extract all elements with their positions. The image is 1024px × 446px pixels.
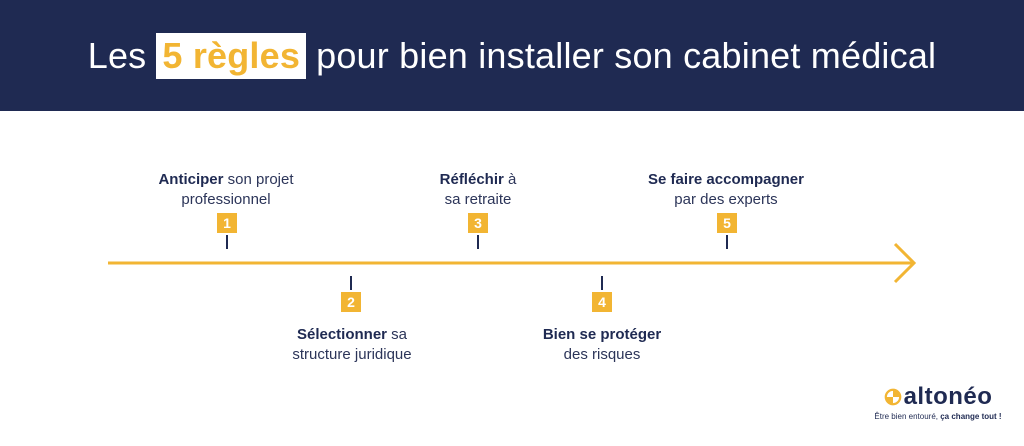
step-1-label: Anticiper son projet professionnel — [116, 170, 336, 210]
step-2-label: Sélectionner sa structure juridique — [242, 325, 462, 365]
step-1-badge: 1 — [217, 213, 237, 233]
logo-tagline: Être bien entouré, ça change tout ! — [868, 412, 1008, 421]
step-3-title-rest: à — [503, 171, 517, 188]
step-1-subtitle: professionnel — [181, 191, 271, 208]
step-2-title-rest: sa — [387, 326, 408, 343]
arrow-right-icon — [893, 242, 917, 284]
step-2-tick — [350, 276, 352, 290]
step-5-label: Se faire accompagner par des experts — [616, 170, 836, 210]
step-4-tick — [601, 276, 603, 290]
step-5-badge: 5 — [717, 213, 737, 233]
step-4-badge: 4 — [592, 292, 612, 312]
step-4-title: Bien se protéger — [542, 326, 662, 343]
step-3-badge: 3 — [468, 213, 488, 233]
step-5-title: Se faire accompagner — [648, 171, 804, 188]
step-1-tick — [226, 235, 228, 249]
step-5-subtitle: par des experts — [674, 191, 778, 208]
step-3-title: Réfléchir — [439, 171, 504, 188]
logo-wordmark: altonéo — [884, 383, 993, 411]
step-1-title-rest: son projet — [223, 171, 294, 188]
step-3-tick — [477, 235, 479, 249]
step-2-subtitle: structure juridique — [292, 346, 412, 363]
step-2-badge: 2 — [341, 292, 361, 312]
step-3-subtitle: sa retraite — [444, 191, 512, 208]
page-title: Les 5 règles pour bien installer son cab… — [0, 0, 1024, 111]
title-highlight: 5 règles — [156, 32, 307, 79]
title-after: pour bien installer son cabinet médical — [316, 34, 937, 76]
logo-tagline-start: Être bien entouré, — [874, 412, 941, 421]
altoneo-logo-icon — [884, 388, 901, 406]
logo-name: altonéo — [903, 383, 993, 410]
logo-tagline-bold: ça change tout ! — [940, 412, 1002, 421]
step-4-subtitle: des risques — [563, 346, 641, 363]
brand-logo: altonéo Être bien entouré, ça change tou… — [868, 383, 1008, 421]
step-5-tick — [726, 235, 728, 249]
step-4-label: Bien se protéger des risques — [492, 325, 712, 365]
step-1-title: Anticiper — [158, 171, 224, 188]
step-2-title: Sélectionner — [296, 326, 387, 343]
title-before: Les — [87, 34, 147, 76]
step-3-label: Réfléchir à sa retraite — [368, 170, 588, 210]
